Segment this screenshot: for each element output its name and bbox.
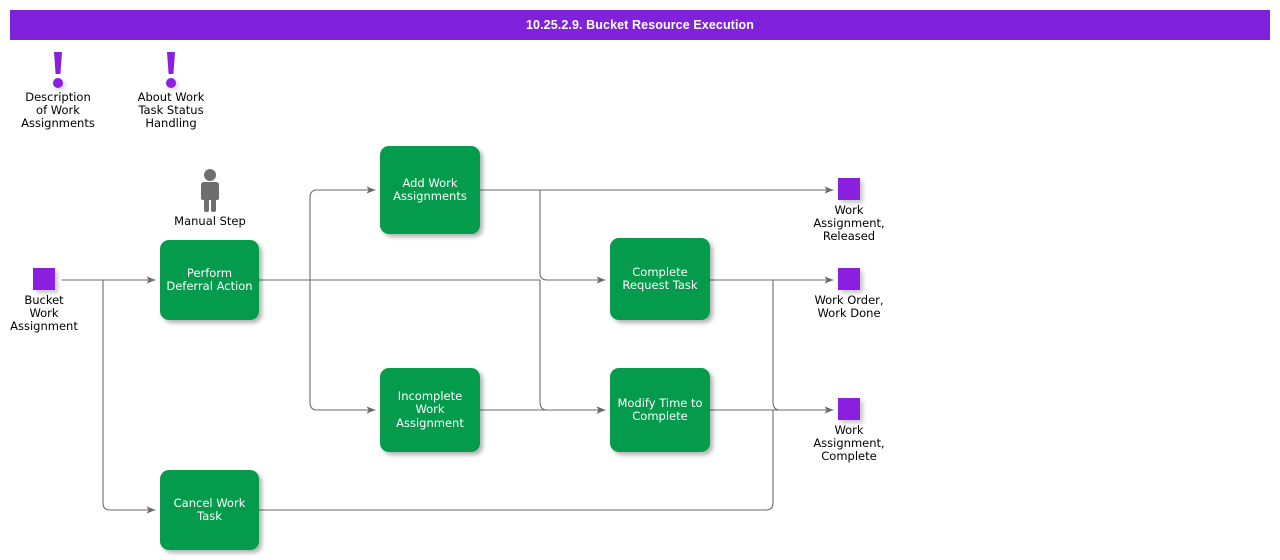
process-label: Perform Deferral Action — [166, 265, 253, 293]
start-node-label: Bucket Work Assignment — [10, 293, 78, 333]
process-label: Cancel Work Task — [173, 495, 246, 523]
purple-square-icon — [33, 268, 55, 290]
page-title: 10.25.2.9. Bucket Resource Execution — [10, 10, 1270, 40]
note-description-of-work-assignments[interactable]: Description of Work Assignments — [0, 52, 118, 130]
note-label: Description of Work Assignments — [21, 90, 95, 130]
manual-step-node[interactable]: Manual Step — [150, 168, 270, 228]
note-label: About Work Task Status Handling — [137, 90, 205, 130]
purple-square-icon — [838, 268, 860, 290]
exclamation-icon — [50, 52, 66, 88]
process-label: Modify Time to Complete — [617, 395, 703, 423]
wire-perform-to-add — [309, 186, 376, 281]
note-about-work-task-status-handling[interactable]: About Work Task Status Handling — [111, 52, 231, 130]
purple-square-icon — [838, 178, 860, 200]
end-node-label: Work Assignment, Released — [813, 203, 885, 243]
process-label: Add Work Assignments — [393, 175, 467, 203]
process-label: Complete Request Task — [622, 264, 698, 292]
end-node-work-assignment-released[interactable]: Work Assignment, Released — [789, 178, 909, 243]
wire-start-to-cancel — [102, 279, 156, 514]
process-modify-time-to-complete[interactable]: Modify Time to Complete — [610, 368, 710, 452]
process-incomplete-work-assignment[interactable]: Incomplete Work Assignment — [380, 368, 480, 452]
end-node-work-order-work-done[interactable]: Work Order, Work Done — [789, 268, 909, 320]
wire-perform-to-incomplete — [309, 279, 376, 414]
person-icon — [201, 169, 219, 212]
exclamation-icon — [163, 52, 179, 88]
wire-complete-down — [772, 279, 781, 411]
wire-to-modify — [539, 279, 606, 414]
manual-step-label: Manual Step — [174, 214, 246, 228]
start-node-bucket-work-assignment[interactable]: Bucket Work Assignment — [0, 268, 104, 333]
purple-square-icon — [838, 398, 860, 420]
process-cancel-work-task[interactable]: Cancel Work Task — [160, 470, 259, 550]
process-add-work-assignments[interactable]: Add Work Assignments — [380, 146, 480, 234]
process-complete-request-task[interactable]: Complete Request Task — [610, 238, 710, 320]
end-node-work-assignment-complete[interactable]: Work Assignment, Complete — [789, 398, 909, 463]
end-node-label: Work Assignment, Complete — [813, 423, 885, 463]
process-label: Incomplete Work Assignment — [396, 388, 464, 430]
end-node-label: Work Order, Work Done — [814, 293, 884, 320]
wire-add-to-complete — [539, 189, 606, 284]
process-perform-deferral-action[interactable]: Perform Deferral Action — [160, 240, 259, 320]
